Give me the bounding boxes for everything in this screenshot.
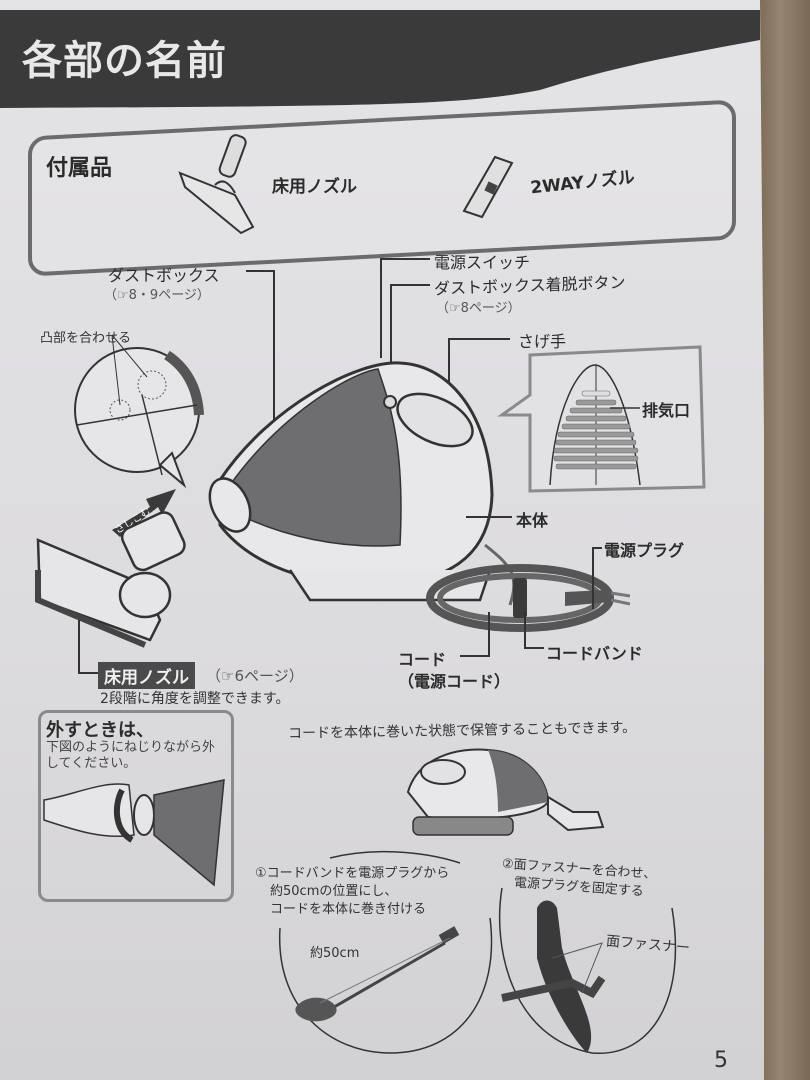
exhaust-label: 排気口 (642, 401, 691, 420)
step1-circle (279, 850, 493, 1054)
power-switch-label: 電源スイッチ (434, 253, 531, 272)
vacuum-main-body-illustration (208, 361, 516, 606)
floor-nozzle-illustration (35, 511, 186, 648)
insert-arrow-icon (112, 489, 176, 537)
power-cord-bundle (426, 564, 631, 632)
step1-line1: ①コードバンドを電源プラグから (255, 866, 450, 881)
accessory-floor-nozzle-label: 床用ノズル (272, 177, 357, 197)
step1-line3: コードを本体に巻き付ける (270, 902, 427, 917)
stored-vacuum-illustration (406, 748, 605, 836)
dust-box-label: ダストボックス (108, 266, 220, 285)
removal-text: 下図のようにねじりながら外してください。 (46, 740, 216, 771)
dust-box-release-ref: （☞8ページ） (436, 301, 521, 316)
align-tabs-label: 凸部を合わせる (40, 331, 132, 346)
page-title: 各部の名前 (22, 38, 227, 84)
removal-title: 外すときは、 (46, 720, 154, 741)
step1-line2: 約50cmの位置にし、 (270, 884, 398, 899)
floor-nozzle-ref: （☞6ページ） (206, 667, 304, 685)
accessories-label: 付属品 (46, 156, 113, 181)
floor-nozzle-tag: 床用ノズル (98, 662, 195, 689)
cord-sub-label: （電源コード） (398, 672, 511, 691)
page-number: 5 (714, 1048, 728, 1073)
cord-band-label: コードバンド (546, 644, 643, 663)
removal-instructions-box (38, 710, 234, 902)
floor-nozzle-note: 2段階に角度を調整できます。 (100, 691, 290, 707)
step2-circle (498, 887, 677, 1054)
handle-label: さげ手 (518, 332, 567, 351)
cord-label: コード (398, 650, 447, 669)
2way-nozzle-icon (462, 155, 514, 219)
table-surface-right (760, 0, 810, 1080)
floor-nozzle-icon (178, 134, 255, 235)
alignment-detail-circle (74, 334, 204, 489)
step1-measure: 約50cm (310, 946, 360, 961)
exhaust-callout (497, 345, 706, 493)
twist-removal-illustration (43, 779, 225, 887)
dust-box-ref: （☞8・9ページ） (104, 288, 210, 303)
body-label: 本体 (516, 511, 549, 530)
power-plug-label: 電源プラグ (604, 541, 685, 560)
